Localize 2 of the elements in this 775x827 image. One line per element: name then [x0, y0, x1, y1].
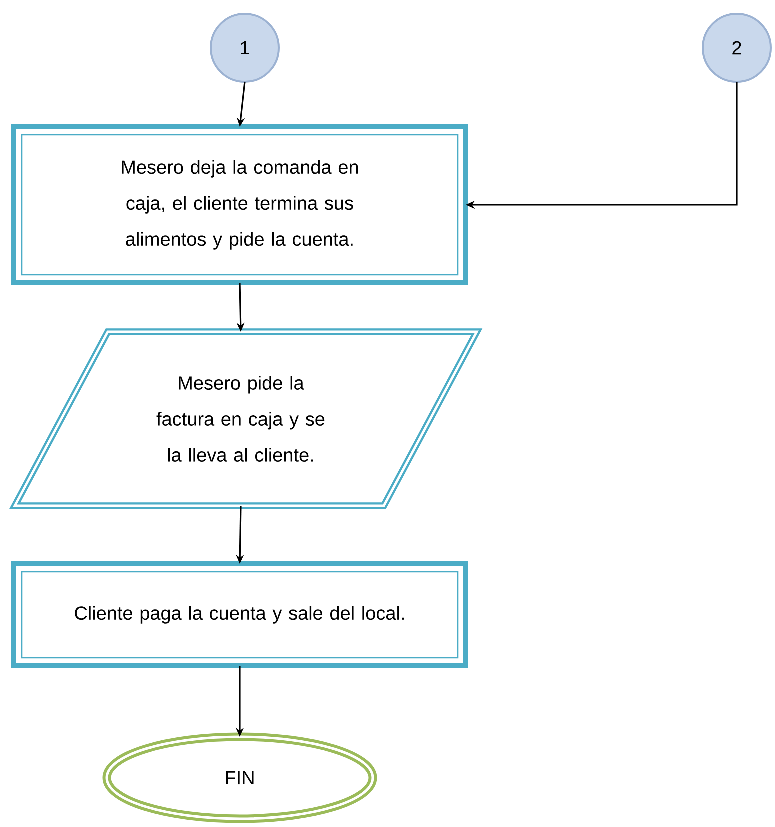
process-box: Cliente paga la cuenta y sale del local. — [12, 562, 468, 668]
process-box: Mesero deja la comanda en caja, el cliente termina sus alimentos y pide la cuenta. — [12, 124, 468, 286]
